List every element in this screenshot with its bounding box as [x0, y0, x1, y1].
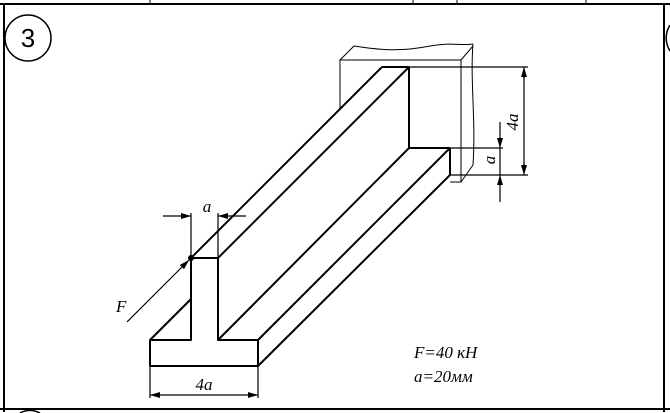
force-application-point — [188, 255, 194, 261]
wall-support — [339, 43, 475, 183]
dimension-lines — [149, 66, 528, 398]
given-force: F=40 кН — [413, 343, 479, 362]
flange-thickness-label: a — [480, 156, 499, 165]
force-arrow — [126, 255, 194, 323]
problem-number-badge: 3 — [4, 14, 52, 62]
svg-text:3: 3 — [21, 23, 35, 53]
given-a: a=20мм — [414, 367, 473, 386]
height-label: 4a — [503, 114, 522, 131]
t-beam — [149, 66, 451, 367]
web-width-label: a — [203, 197, 212, 216]
next-problem-badge-edge — [665, 24, 670, 52]
force-label: F — [115, 297, 127, 316]
flange-width-label: 4a — [196, 375, 213, 394]
